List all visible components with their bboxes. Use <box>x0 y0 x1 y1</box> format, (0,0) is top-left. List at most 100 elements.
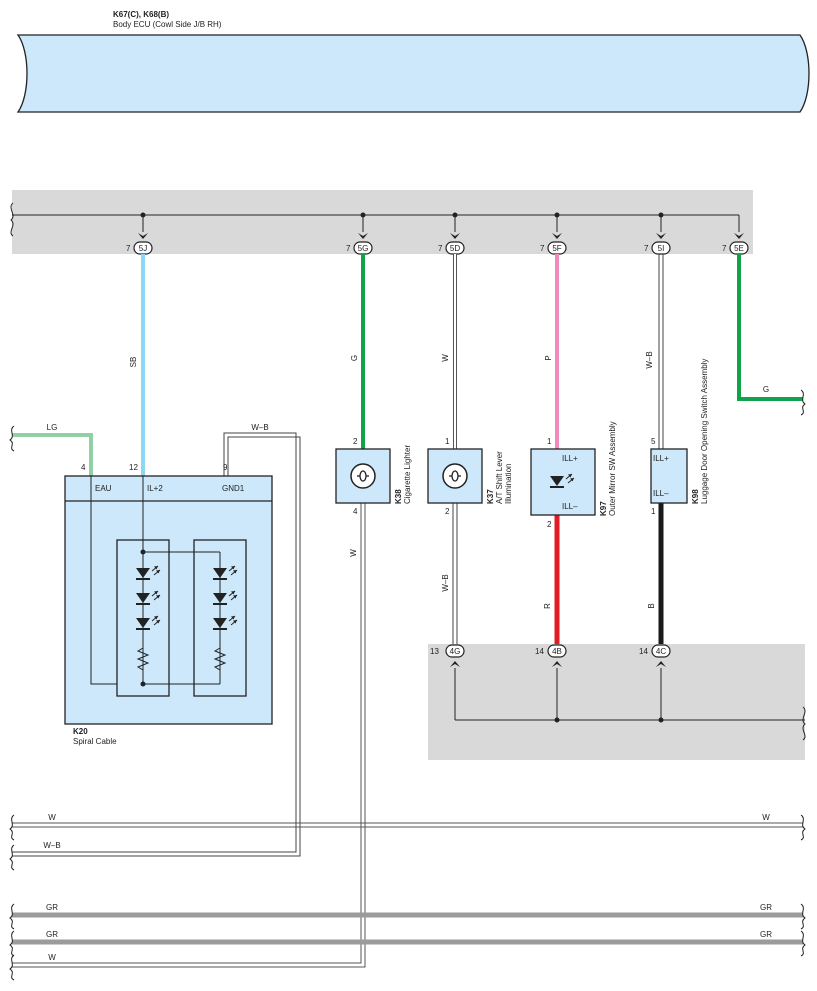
body-ecu: K67(C), K68(B) Body ECU (Cowl Side J/B R… <box>16 10 810 113</box>
terminal-label: EAU <box>95 484 112 493</box>
wire-lg <box>12 433 93 476</box>
junction-bottom-connectors: 13 4G 14 4B 14 4C <box>430 644 671 658</box>
connector-pin: 7 <box>346 244 351 253</box>
component-name: A/T Shift Lever <box>495 451 504 504</box>
component-code: K97 <box>599 501 608 516</box>
wire-label: W–B <box>43 841 60 850</box>
connector-id: 5F <box>552 244 561 253</box>
connector-5e: 7 5E <box>722 241 749 255</box>
pin-number: 1 <box>547 437 552 446</box>
component-code: K98 <box>691 489 700 504</box>
wire-label: W <box>48 953 56 962</box>
connector-pin: 7 <box>540 244 545 253</box>
component-name: Cigarette Lighter <box>403 445 412 504</box>
connector-5f: 7 5F <box>540 241 567 255</box>
component-k98: 5 ILL+ ILL– 1 K98 Luggage Door Opening S… <box>650 359 709 516</box>
lamp-icon <box>442 463 468 489</box>
bus-node <box>658 717 664 723</box>
wire-label: W <box>441 354 450 362</box>
connector-5j: 7 5J <box>126 241 153 255</box>
connector-id: 5G <box>358 244 369 253</box>
connector-id: 5D <box>450 244 460 253</box>
wire-label: G <box>763 385 769 394</box>
resistor-icon <box>213 642 227 676</box>
wire-breaks <box>9 389 806 981</box>
connector-id: 4G <box>450 647 461 656</box>
ecu-box <box>16 34 810 113</box>
junction-bottom-bg <box>428 644 805 760</box>
terminal-label: ILL– <box>562 502 578 511</box>
connector-5d: 7 5D <box>438 241 465 255</box>
component-name: Outer Mirror SW Assembly <box>608 421 617 516</box>
wire-label: GR <box>46 930 58 939</box>
connector-pin: 14 <box>535 647 544 656</box>
bus-node <box>554 717 560 723</box>
terminal-label: ILL+ <box>653 454 669 463</box>
connector-4g: 13 4G <box>430 644 465 658</box>
component-name: Luggage Door Opening Switch Assembly <box>700 359 709 504</box>
component-name: Spiral Cable <box>73 737 117 746</box>
connector-id: 4C <box>656 647 666 656</box>
wire-label: LG <box>47 423 58 432</box>
wire-label: W <box>349 549 358 557</box>
wire-label: B <box>647 603 656 608</box>
component-name-line2: Illumination <box>504 464 513 504</box>
connector-pin: 7 <box>722 244 727 253</box>
pin-number: 2 <box>353 437 358 446</box>
lamp-icon <box>350 463 376 489</box>
wire-label: W–B <box>441 574 450 591</box>
terminal-label: ILL+ <box>562 454 578 463</box>
component-code: K37 <box>486 489 495 504</box>
pin-number: 4 <box>81 463 86 472</box>
connector-4c: 14 4C <box>639 644 671 658</box>
ecu-code: K67(C), K68(B) <box>113 10 169 19</box>
component-k37: 1 2 K37 A/T Shift Lever Illumination <box>427 437 513 516</box>
pin-number: 2 <box>547 520 552 529</box>
pin-number: 4 <box>353 507 358 516</box>
wire-label: G <box>350 355 359 361</box>
connector-pin: 13 <box>430 647 439 656</box>
connector-id: 5I <box>658 244 665 253</box>
pin-number: 12 <box>129 463 138 472</box>
connector-id: 4B <box>552 647 562 656</box>
connector-5i: 7 5I <box>644 241 671 255</box>
component-k97: 1 ILL+ ILL– 2 K97 Outer Mirror SW Assemb… <box>530 421 617 529</box>
wire-g-right <box>737 254 803 401</box>
resistor-icon <box>136 642 150 676</box>
wire-label: GR <box>46 903 58 912</box>
connector-id: 5J <box>139 244 147 253</box>
component-k38: 2 4 K38 Cigarette Lighter <box>335 437 412 516</box>
junction-block-bottom <box>428 644 806 760</box>
pin-number: 9 <box>223 463 228 472</box>
connector-5g: 7 5G <box>346 241 373 255</box>
wire-label: W <box>48 813 56 822</box>
connector-id: 5E <box>734 244 744 253</box>
connector-4b: 14 4B <box>535 644 567 658</box>
wire-label: GR <box>760 930 772 939</box>
wire-label: W <box>762 813 770 822</box>
pin-number: 1 <box>445 437 450 446</box>
wire-label: W–B <box>251 423 268 432</box>
wire-label: R <box>543 603 552 609</box>
ecu-name: Body ECU (Cowl Side J/B RH) <box>113 20 222 29</box>
connector-pin: 7 <box>126 244 131 253</box>
connector-pin: 7 <box>644 244 649 253</box>
component-code: K38 <box>394 489 403 504</box>
wire-label: GR <box>760 903 772 912</box>
spiral-cable-k20: 4 12 9 EAU IL+2 GND1 K20 Spiral Cable <box>64 463 273 746</box>
terminal-label: GND1 <box>222 484 245 493</box>
terminal-label: IL+2 <box>147 484 163 493</box>
component-code: K20 <box>73 727 88 736</box>
pin-number: 2 <box>445 507 450 516</box>
wire-label: SB <box>129 357 138 368</box>
terminal-label: ILL– <box>653 489 669 498</box>
pin-number: 1 <box>651 507 656 516</box>
pin-number: 5 <box>651 437 656 446</box>
junction-block-top: 7 5J 7 5G 7 5D 7 5F 7 5I 7 5E <box>10 190 753 255</box>
wire-label: W–B <box>645 351 654 368</box>
wires: SB G W P W–B G LG W–B W W–B R <box>12 254 803 968</box>
wire-label: P <box>544 355 553 360</box>
junction-top-bg <box>12 190 753 254</box>
connector-pin: 14 <box>639 647 648 656</box>
